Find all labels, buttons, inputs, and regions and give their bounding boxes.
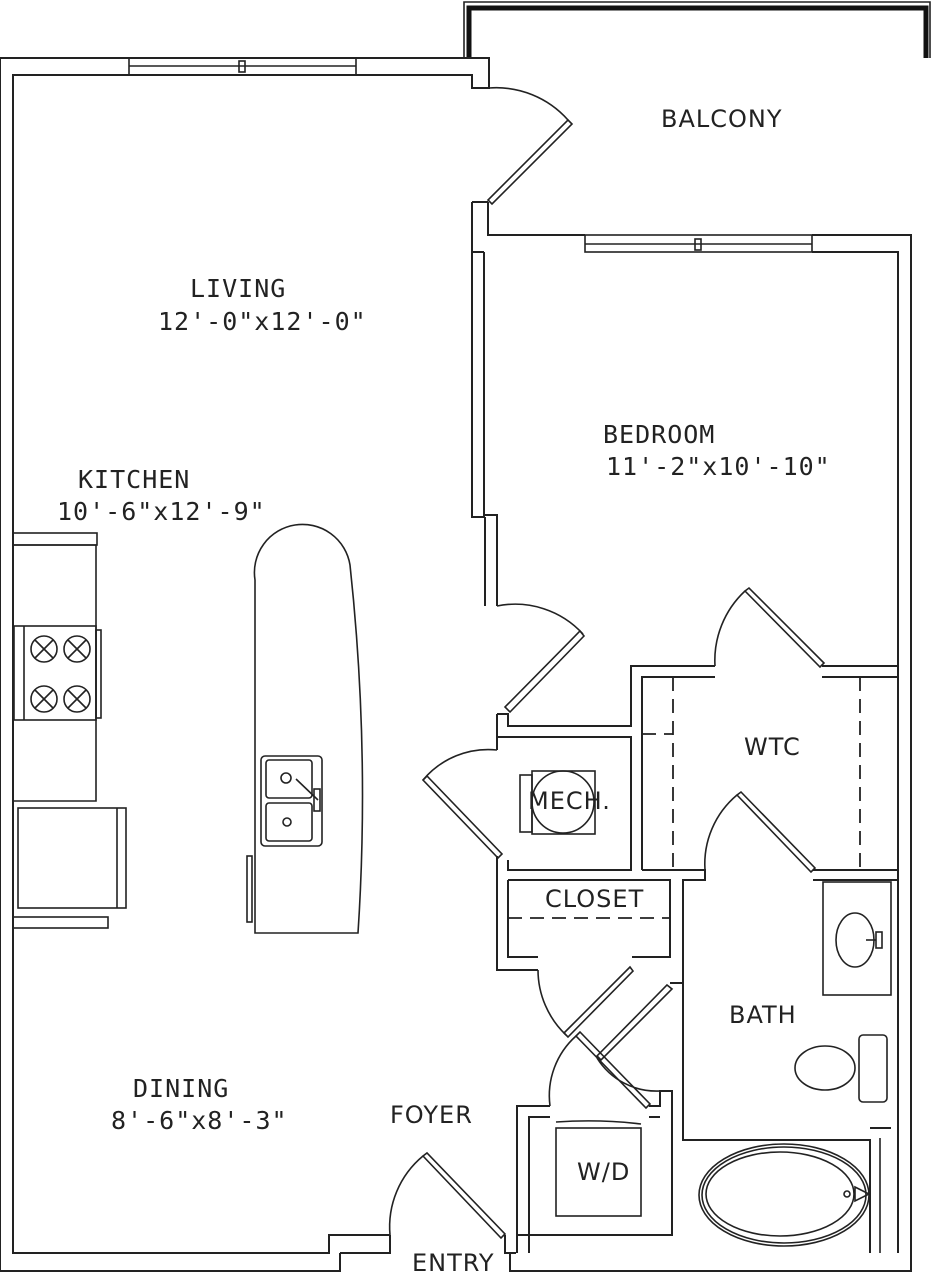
kitchen-fixtures — [12, 523, 364, 934]
mech-door — [421, 737, 504, 860]
balcony-railing — [463, 1, 931, 58]
closet — [508, 879, 684, 1062]
bath-fixtures — [682, 881, 892, 1253]
room-label-entry: ENTRY — [412, 1249, 495, 1273]
wtc-closet — [642, 586, 899, 1066]
room-label-living: LIVING — [190, 274, 286, 303]
bedroom-walls — [496, 603, 715, 971]
room-label-kitchen: KITCHEN — [78, 465, 190, 494]
laundry-closet — [516, 1030, 673, 1253]
kitchen-island — [246, 523, 364, 934]
room-label-dining: DINING — [133, 1074, 229, 1103]
exterior-walls — [0, 57, 912, 1272]
room-size-kitchen: 10'-6"x12'-9" — [57, 497, 266, 526]
room-label-closet: CLOSET — [545, 885, 644, 913]
room-label-wtc: WTC — [744, 733, 801, 761]
room-label-bath: BATH — [729, 1001, 797, 1029]
room-label-balcony: BALCONY — [661, 105, 783, 133]
room-size-dining: 8'-6"x8'-3" — [111, 1106, 288, 1135]
balcony-door — [472, 86, 574, 206]
entry-door — [340, 1151, 507, 1254]
room-label-wd: W/D — [577, 1158, 630, 1186]
stove-burners — [30, 635, 91, 713]
room-size-bedroom: 11'-2"x10'-10" — [606, 452, 831, 481]
room-label-foyer: FOYER — [390, 1101, 473, 1129]
room-label-mech: MECH. — [528, 787, 611, 815]
water-heater — [519, 770, 596, 835]
room-label-bedroom: BEDROOM — [603, 420, 715, 449]
room-size-living: 12'-0"x12'-0" — [158, 307, 367, 336]
